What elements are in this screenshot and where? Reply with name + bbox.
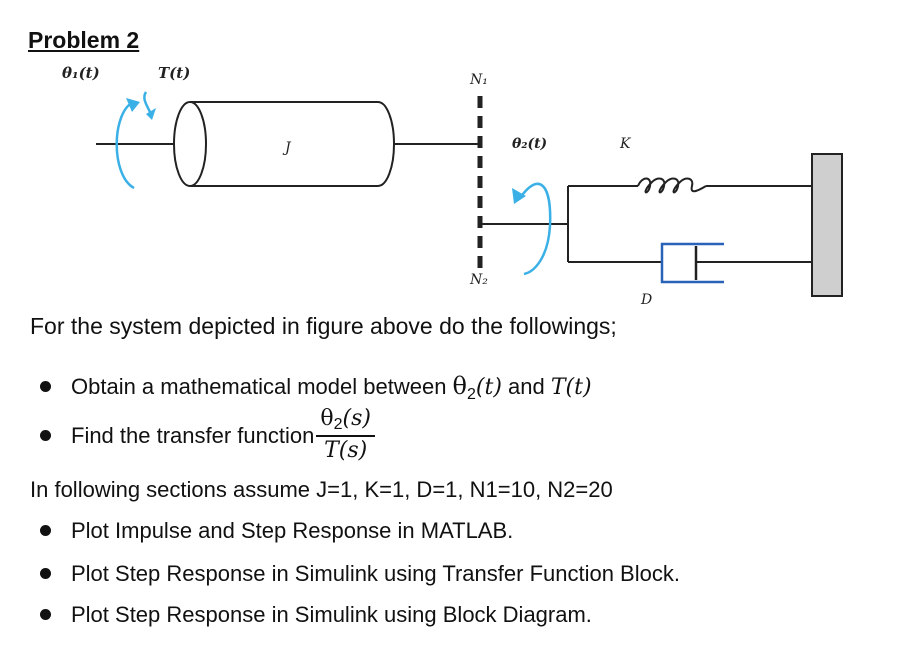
torque-symbol: T [550, 375, 566, 400]
theta2-label: θ₂(t) [512, 136, 547, 152]
bullet-icon [40, 567, 51, 579]
task-item: Plot Impulse and Step Response in MATLAB… [40, 518, 513, 544]
theta2-arg: (t) [475, 375, 502, 400]
bullet-model: Obtain a mathematical model between θ2(t… [40, 372, 592, 403]
n1-label: N₁ [469, 72, 488, 88]
theta2-arrow-icon [518, 182, 552, 276]
mechanical-system-figure: θ₁(t) T(t) J N₁ N₂ θ₂(t) K D [62, 64, 843, 308]
n2-label: N₂ [469, 272, 488, 288]
bullet-icon [40, 429, 51, 441]
damper-label: D [640, 292, 652, 308]
problem-title: Problem 2 [28, 27, 140, 53]
bullet-icon [40, 380, 51, 392]
assumption-text: In following sections assume J=1, K=1, D… [30, 477, 613, 502]
damper-d [568, 242, 812, 284]
fixed-wall [811, 153, 843, 297]
spring-label: K [619, 136, 632, 152]
task-text: Plot Step Response in Simulink using Tra… [71, 561, 680, 586]
torque-arrow-icon [143, 91, 152, 113]
intro-text: For the system depicted in figure above … [30, 313, 617, 339]
bullet-transfer-text: Find the transfer function [71, 422, 315, 448]
task-text: Plot Step Response in Simulink using Blo… [71, 602, 592, 627]
inertia-cylinder [173, 101, 395, 187]
bullet-model-text: Obtain a mathematical model between [71, 374, 453, 399]
fraction-denominator: T(s) [324, 438, 368, 463]
and-word: and [501, 374, 551, 399]
torque-label: T(t) [158, 64, 190, 82]
transfer-fraction: θ2(s)T(s) [316, 405, 375, 465]
task-item: Plot Step Response in Simulink using Blo… [40, 602, 592, 628]
theta2-arrowhead-icon [512, 188, 526, 204]
bullet-icon [40, 524, 51, 536]
fraction-numerator: θ2(s) [316, 405, 375, 437]
inertia-label: J [282, 140, 292, 156]
bullet-icon [40, 608, 51, 620]
task-item: Plot Step Response in Simulink using Tra… [40, 561, 680, 587]
theta1-arrow-icon [115, 100, 135, 190]
theta1-arrowhead-icon [126, 98, 140, 112]
torque-arg: (t) [565, 375, 592, 400]
task-text: Plot Impulse and Step Response in MATLAB… [71, 518, 514, 543]
spring-k [568, 177, 812, 194]
theta2-symbol: θ [452, 372, 467, 400]
torque-arrowhead-icon [146, 108, 156, 120]
theta2-subscript: 2 [467, 386, 476, 403]
theta1-label: θ₁(t) [62, 64, 100, 82]
